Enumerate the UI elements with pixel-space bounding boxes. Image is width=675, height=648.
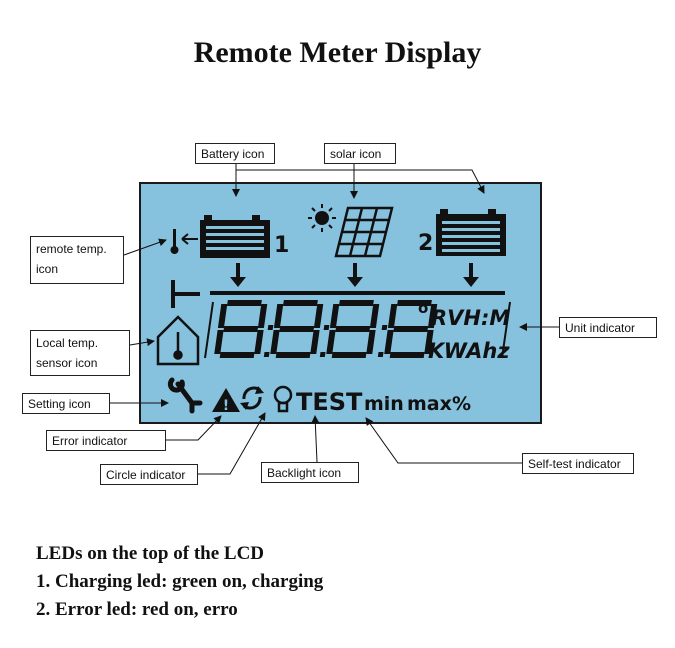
led-notes: LEDs on the top of the LCD 1. Charging l… (36, 540, 323, 624)
callout-local-temp-sensor-icon: Local temp. sensor icon (30, 330, 130, 376)
callout-self-test-indicator: Self-test indicator (522, 453, 634, 474)
led-note-charging: 1. Charging led: green on, charging (36, 571, 324, 592)
solar-panel-icon (334, 206, 394, 258)
callout-battery-icon: Battery icon (195, 143, 275, 164)
remote-temp-icon (170, 229, 198, 254)
bulb-icon (273, 385, 293, 413)
bus-line (171, 280, 505, 308)
unit-text-top: RVH:M (431, 306, 510, 330)
sun-icon (308, 204, 336, 232)
test-label: TEST (296, 388, 363, 416)
battery-2-number: 2 (418, 231, 433, 256)
warning-icon: ! (212, 388, 240, 414)
led-note-error: 2. Error led: red on, erro (36, 599, 238, 620)
callout-setting-icon: Setting icon (22, 393, 110, 414)
battery-1-number: 1 (274, 233, 289, 258)
callout-solar-icon: solar icon (324, 143, 396, 164)
callout-unit-indicator: Unit indicator (559, 317, 657, 338)
led-notes-heading: LEDs on the top of the LCD (36, 543, 265, 564)
display-bracket-left (204, 301, 214, 359)
cycle-icon (240, 386, 264, 410)
min-label: min (364, 393, 404, 415)
svg-text:!: ! (223, 398, 229, 414)
percent-label: % (452, 393, 471, 415)
local-temp-sensor-icon (156, 315, 200, 366)
down-arrow-icons (230, 263, 479, 287)
display-bracket-right (501, 301, 511, 359)
seven-segment-digits (214, 300, 438, 358)
page-title: Remote Meter Display (193, 36, 482, 69)
callout-error-indicator: Error indicator (46, 430, 166, 451)
degree-symbol: o (418, 299, 428, 317)
battery-icon-2 (436, 209, 506, 256)
wrench-icon (167, 377, 203, 414)
callout-backlight-icon: Backlight icon (261, 462, 359, 483)
battery-icon-1 (200, 215, 270, 258)
max-label: max (407, 393, 452, 415)
callout-remote-temp-icon: remote temp. icon (30, 236, 124, 284)
leader-lines (110, 162, 559, 475)
callout-circle-indicator: Circle indicator (100, 464, 198, 485)
unit-text-bottom: KWAhz (428, 339, 510, 363)
